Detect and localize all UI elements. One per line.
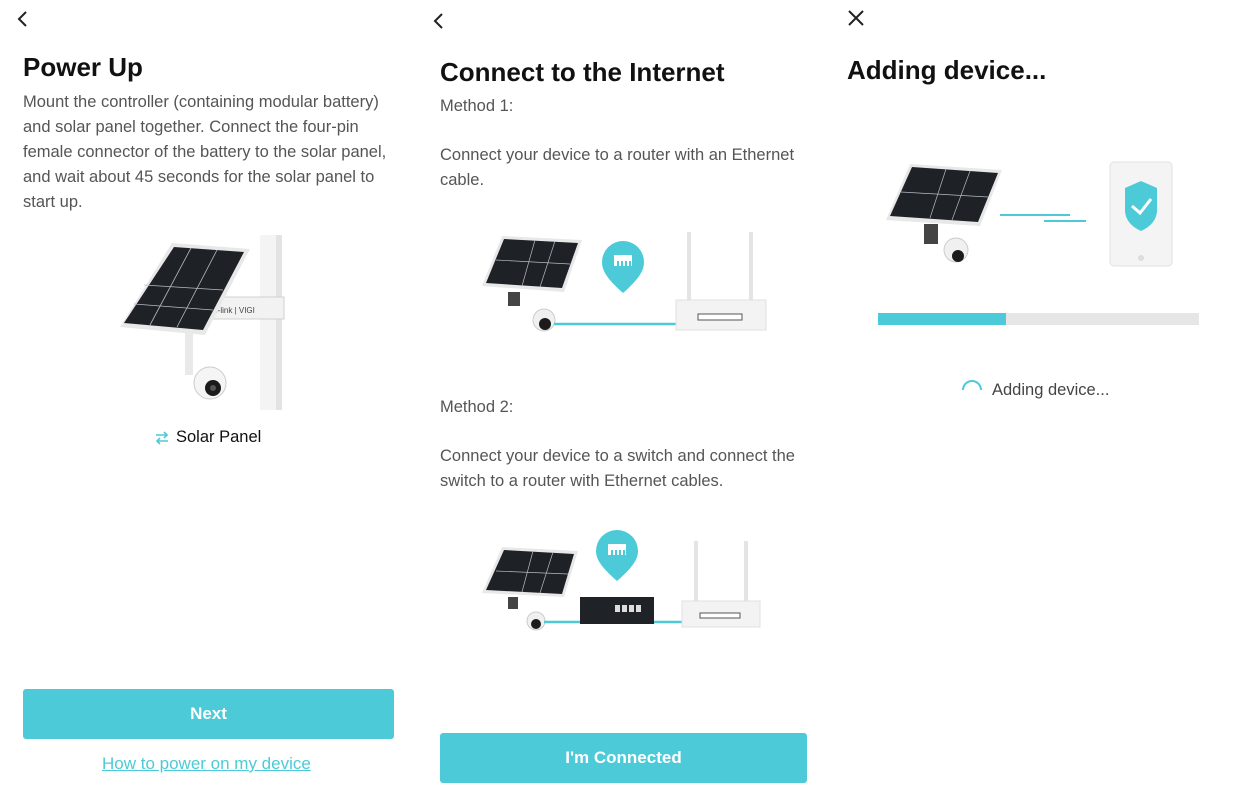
caption-label: Solar Panel [176, 428, 262, 446]
back-chevron-icon [433, 13, 443, 29]
power-on-help-link[interactable]: How to power on my device [102, 754, 311, 773]
solar-panel-caption: Solar Panel [154, 428, 261, 447]
instruction-text: Mount the controller (containing modular… [23, 93, 387, 211]
method2-text: Connect your device to a switch and conn… [440, 447, 795, 490]
switch-connection-illustration [482, 530, 761, 631]
back-chevron-icon [17, 11, 27, 27]
page-title: Power Up [23, 52, 143, 82]
close-button[interactable] [841, 3, 871, 33]
solar-panel-mount-illustration: tp-link | VIGI [120, 235, 285, 410]
im-connected-button[interactable]: I'm Connected [440, 733, 807, 783]
page-title: Connect to the Internet [440, 57, 725, 87]
method1-text: Connect your device to a router with an … [440, 146, 795, 189]
swap-arrows-icon [155, 430, 169, 445]
adding-device-screen: Adding device... Adding device... [830, 0, 1247, 800]
controller-label: tp-link | VIGI [211, 306, 255, 315]
pairing-illustration [886, 161, 1173, 267]
router-connection-illustration [482, 232, 767, 332]
method2-label: Method 2: [440, 398, 514, 416]
back-button[interactable] [424, 6, 454, 36]
method1-label: Method 1: [440, 97, 514, 115]
power-up-screen: Power Up Mount the controller (containin… [0, 0, 410, 800]
progress-bar [878, 313, 1199, 325]
close-icon [848, 10, 864, 26]
progress-fill [878, 313, 1007, 325]
connect-internet-screen: Connect to the Internet Method 1: Connec… [418, 0, 828, 800]
back-button[interactable] [8, 4, 38, 34]
status-label: Adding device... [992, 380, 1110, 399]
adding-status: Adding device... [960, 378, 1109, 402]
next-button[interactable]: Next [23, 689, 394, 739]
loading-spinner-icon [962, 380, 982, 391]
page-title: Adding device... [847, 55, 1047, 85]
